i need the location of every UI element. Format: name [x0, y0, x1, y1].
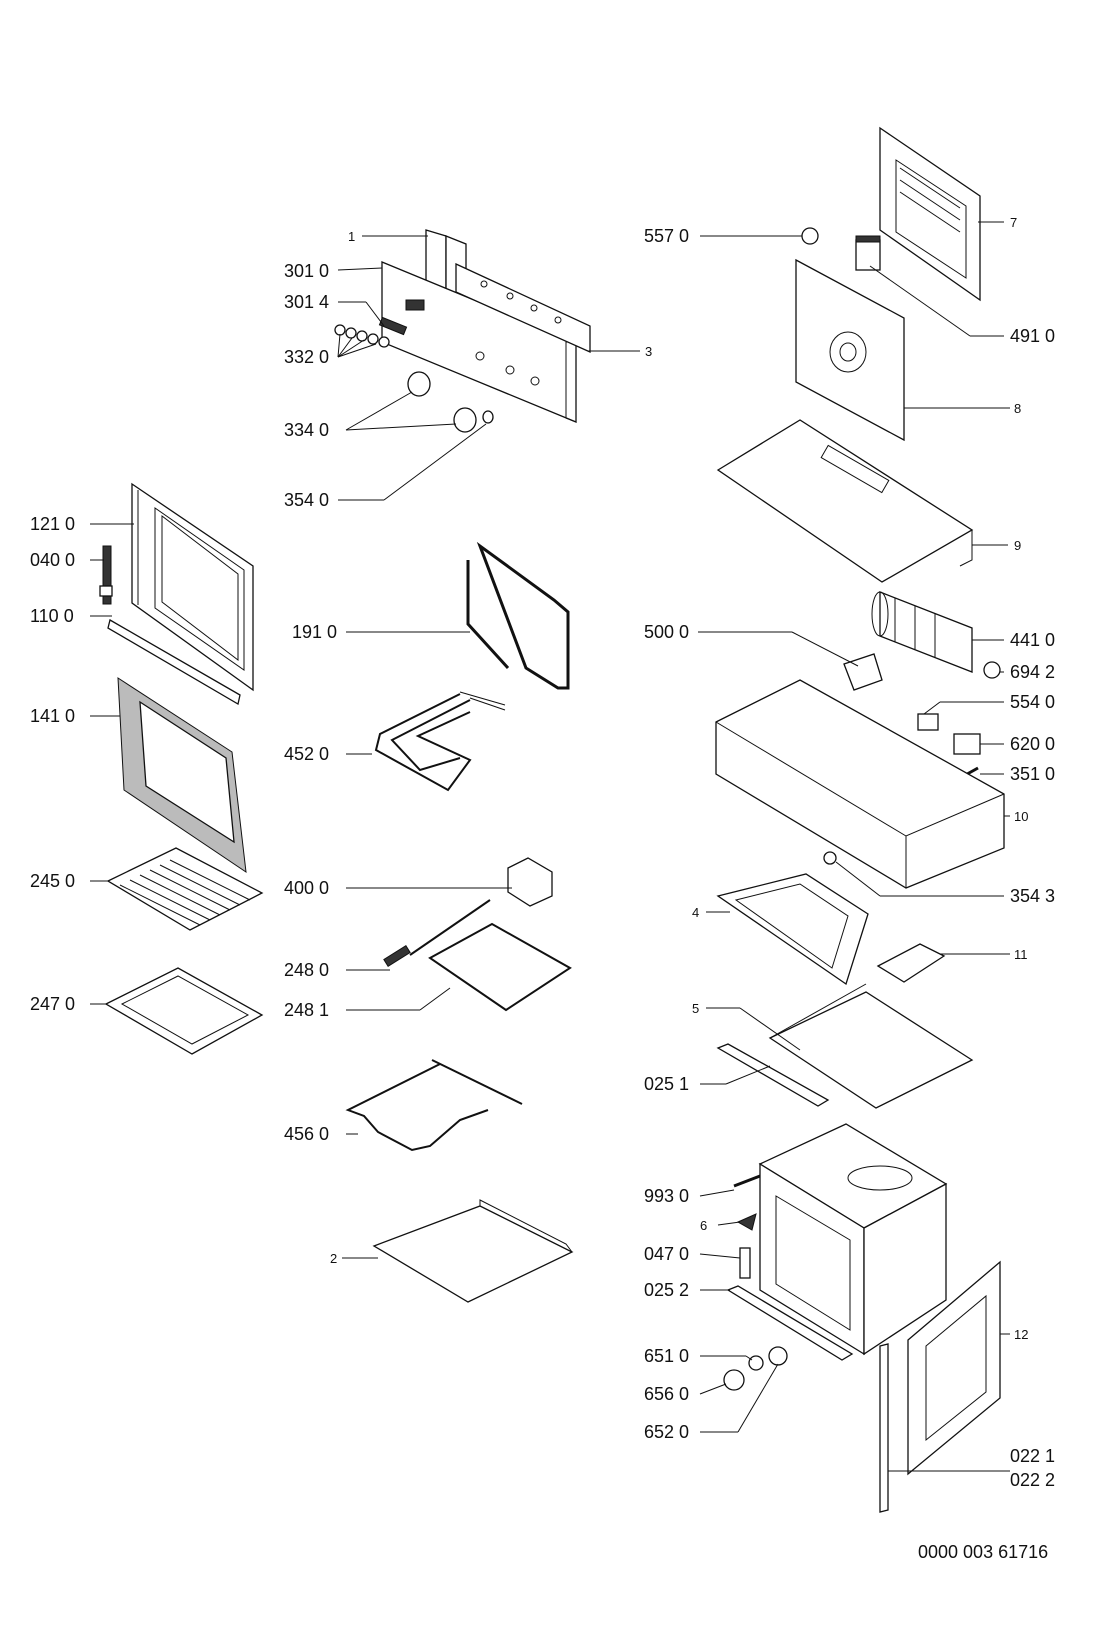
lamp-holder-part [983, 661, 1001, 679]
fan-cover-part [795, 258, 905, 442]
lower-slide-rail-part [726, 1285, 854, 1361]
side-bracket-part [716, 873, 869, 986]
label-354-3: 354 3 [1010, 886, 1055, 906]
label-248-1: 248 1 [284, 1000, 329, 1020]
label-022-1: 022 1 [1010, 1446, 1055, 1466]
label-993-0: 993 0 [644, 1186, 689, 1206]
oven-door-frame-part [131, 482, 254, 692]
label-8: 8 [1014, 401, 1021, 416]
label-3: 3 [645, 344, 652, 359]
label-6: 6 [700, 1218, 707, 1233]
cavity-screw-part [733, 1174, 761, 1188]
label-456-0: 456 0 [284, 1124, 329, 1144]
rotisserie-motor-part [507, 857, 553, 907]
control-knobs-part [407, 371, 477, 433]
label-022-2: 022 2 [1010, 1470, 1055, 1490]
label-491-0: 491 0 [1010, 326, 1055, 346]
label-620-0: 620 0 [1010, 734, 1055, 754]
rotisserie-spit-part [383, 899, 491, 967]
label-5: 5 [692, 1001, 699, 1016]
rear-panel-part [879, 126, 981, 302]
label-557-0: 557 0 [644, 226, 689, 246]
label-452-0: 452 0 [284, 744, 329, 764]
door-switch-part [917, 713, 939, 731]
outer-housing-part [715, 679, 1005, 889]
document-number: 0000 003 61716 [918, 1542, 1048, 1562]
label-4: 4 [692, 905, 699, 920]
knob-spindle-part [482, 410, 494, 424]
label-025-1: 025 1 [644, 1074, 689, 1094]
label-025-2: 025 2 [644, 1280, 689, 1300]
push-buttons-part [334, 324, 390, 348]
housing-screw-part [823, 851, 837, 865]
label-191-0: 191 0 [292, 622, 337, 642]
label-10: 10 [1014, 809, 1028, 824]
tangential-fan-part [871, 591, 973, 673]
label-047-0: 047 0 [644, 1244, 689, 1264]
side-trim-strip-part [879, 1343, 889, 1513]
oven-lamp-parts [723, 1346, 788, 1391]
label-334-0: 334 0 [284, 420, 329, 440]
label-656-0: 656 0 [644, 1384, 689, 1404]
label-121-0: 121 0 [30, 514, 75, 534]
label-7: 7 [1010, 215, 1017, 230]
label-12: 12 [1014, 1327, 1028, 1342]
oven-cavity-part [758, 1123, 948, 1356]
label-400-0: 400 0 [284, 878, 329, 898]
inner-door-glass-part [117, 677, 247, 874]
electronic-timer-part [843, 653, 883, 691]
rotisserie-frame-part [428, 922, 572, 1012]
label-301-4: 301 4 [284, 292, 329, 312]
label-141-0: 141 0 [30, 706, 75, 726]
base-plate-part [768, 983, 974, 1109]
retaining-clip-part [736, 1213, 757, 1231]
label-651-0: 651 0 [644, 1346, 689, 1366]
wire-shelf-part [106, 847, 264, 931]
thermal-fuse-part [801, 227, 819, 245]
label-354-0: 354 0 [284, 490, 329, 510]
label-652-0: 652 0 [644, 1422, 689, 1442]
terminal-block-part [953, 733, 981, 755]
door-handle-part [107, 619, 241, 706]
electronic-cover-part [876, 943, 946, 983]
label-301-0: 301 0 [284, 261, 329, 281]
label-248-0: 248 0 [284, 960, 329, 980]
control-pcb-part [455, 262, 591, 354]
baking-tray-part [104, 967, 264, 1055]
label-441-0: 441 0 [1010, 630, 1055, 650]
label-040-0: 040 0 [30, 550, 75, 570]
label-1: 1 [348, 229, 355, 244]
label-247-0: 247 0 [30, 994, 75, 1014]
bottom-panel-part [372, 1199, 574, 1303]
door-seal-part [466, 541, 570, 690]
hinge-receiver-part [739, 1247, 751, 1279]
label-554-0: 554 0 [1010, 692, 1055, 712]
lower-heating-element-part [345, 1059, 523, 1152]
label-351-0: 351 0 [1010, 764, 1055, 784]
side-panel-part [907, 1260, 1001, 1476]
label-500-0: 500 0 [644, 622, 689, 642]
label-245-0: 245 0 [30, 871, 75, 891]
label-11: 11 [1014, 947, 1028, 962]
label-2: 2 [330, 1251, 337, 1266]
door-hinge-part [99, 545, 113, 605]
grill-heating-element-part [374, 691, 506, 792]
transformer-part [855, 235, 881, 271]
top-panel-part [716, 419, 974, 583]
leader-lines [90, 221, 1010, 1472]
label-9: 9 [1014, 538, 1021, 553]
slide-rail-part [716, 1043, 830, 1107]
label-110-0: 110 0 [30, 606, 74, 626]
label-332-0: 332 0 [284, 347, 329, 367]
label-694-2: 694 2 [1010, 662, 1055, 682]
